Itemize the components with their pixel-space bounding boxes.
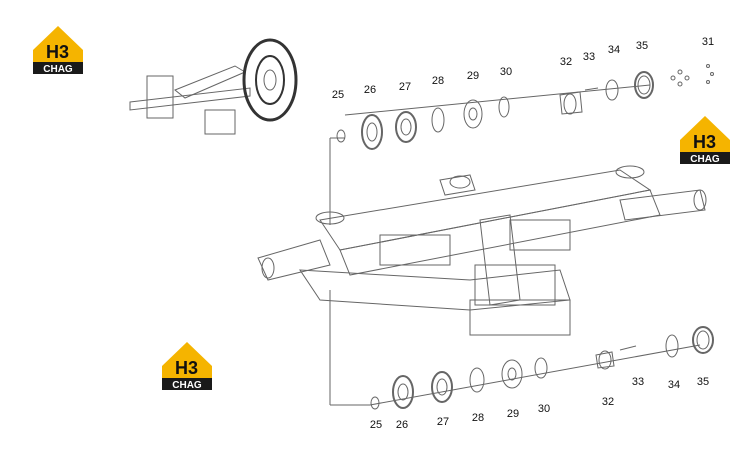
overview-axle-thumbnail — [129, 38, 298, 135]
leader-lines — [329, 84, 701, 406]
callout-top-27: 27 — [399, 81, 411, 93]
callout-bottom-28: 28 — [472, 412, 484, 424]
logo-text: CHAG — [690, 154, 720, 165]
callout-bottom-32: 32 — [602, 396, 614, 408]
logo-text: CHAG — [172, 380, 202, 391]
callout-top-31: 31 — [702, 36, 714, 48]
logo-mark: H3 — [175, 358, 198, 378]
callout-labels: 25 26 27 28 29 30 32 33 34 35 31 25 26 2… — [332, 36, 714, 431]
callout-bottom-34: 34 — [668, 379, 680, 391]
callout-top-33: 33 — [583, 51, 595, 63]
logo-mark: H3 — [46, 42, 69, 62]
callout-top-30: 30 — [500, 66, 512, 78]
callout-bottom-30: 30 — [538, 403, 550, 415]
callout-bottom-25: 25 — [370, 419, 382, 431]
main-axle-housing — [257, 165, 707, 336]
callout-bottom-29: 29 — [507, 408, 519, 420]
callout-bottom-35: 35 — [697, 376, 709, 388]
callout-bottom-27: 27 — [437, 416, 449, 428]
watermark-logo-top-left: H3 CHAG — [33, 26, 83, 75]
watermark-logo-bottom-left: H3 CHAG — [162, 342, 212, 391]
callout-top-28: 28 — [432, 75, 444, 87]
logo-mark: H3 — [693, 132, 716, 152]
bottom-parts-row — [370, 326, 714, 410]
callout-top-34: 34 — [608, 44, 620, 56]
callout-top-26: 26 — [364, 84, 376, 96]
watermark-logo-right: H3 CHAG — [680, 116, 730, 165]
callout-top-29: 29 — [467, 70, 479, 82]
callout-bottom-26: 26 — [396, 419, 408, 431]
callout-top-25: 25 — [332, 89, 344, 101]
top-parts-row — [336, 64, 714, 150]
callout-bottom-33: 33 — [632, 376, 644, 388]
logo-text: CHAG — [43, 64, 73, 75]
callout-top-35: 35 — [636, 40, 648, 52]
callout-top-32: 32 — [560, 56, 572, 68]
